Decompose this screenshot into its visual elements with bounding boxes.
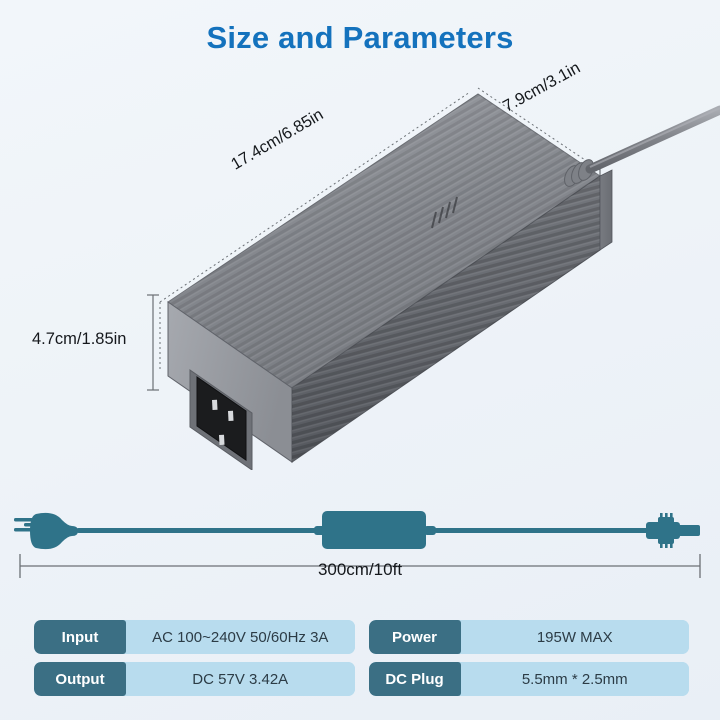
adapter-illustration (0, 70, 720, 470)
spec-value-output: DC 57V 3.42A (126, 662, 355, 696)
spec-key-input: Input (34, 620, 126, 654)
height-dimension-bracket (147, 294, 159, 391)
ac-cord (76, 528, 324, 533)
vent-detail (431, 196, 458, 229)
ac-plug-icon (14, 512, 78, 550)
dc-cord (434, 528, 650, 533)
spec-table: Input AC 100~240V 50/60Hz 3A Power 195W … (34, 620, 689, 696)
adapter-brick-icon (314, 511, 436, 549)
iec-inlet-socket (189, 369, 253, 470)
spec-value-power: 195W MAX (460, 620, 689, 654)
dc-output-cord (564, 105, 720, 187)
table-row: Output DC 57V 3.42A (34, 662, 355, 696)
spec-value-input: AC 100~240V 50/60Hz 3A (126, 620, 355, 654)
spec-key-output: Output (34, 662, 126, 696)
cable-length-bracket (0, 548, 720, 590)
spec-value-dc-plug: 5.5mm * 2.5mm (460, 662, 689, 696)
table-row: Input AC 100~240V 50/60Hz 3A (34, 620, 355, 654)
cable-length-label: 300cm/10ft (317, 560, 403, 579)
table-row: Power 195W MAX (368, 620, 689, 654)
table-row: DC Plug 5.5mm * 2.5mm (368, 662, 689, 696)
spec-key-dc-plug: DC Plug (368, 662, 461, 696)
adapter-body (167, 93, 613, 463)
dimension-height-label: 4.7cm/1.85in (32, 330, 127, 348)
cable-diagram (0, 488, 720, 568)
page-title: Size and Parameters (206, 20, 514, 55)
cable-diagram-svg (14, 511, 700, 550)
dc-plug-icon (646, 513, 700, 548)
spec-key-power: Power (368, 620, 461, 654)
adapter-svg (147, 87, 720, 470)
cable-length-bracket-svg (19, 554, 701, 578)
